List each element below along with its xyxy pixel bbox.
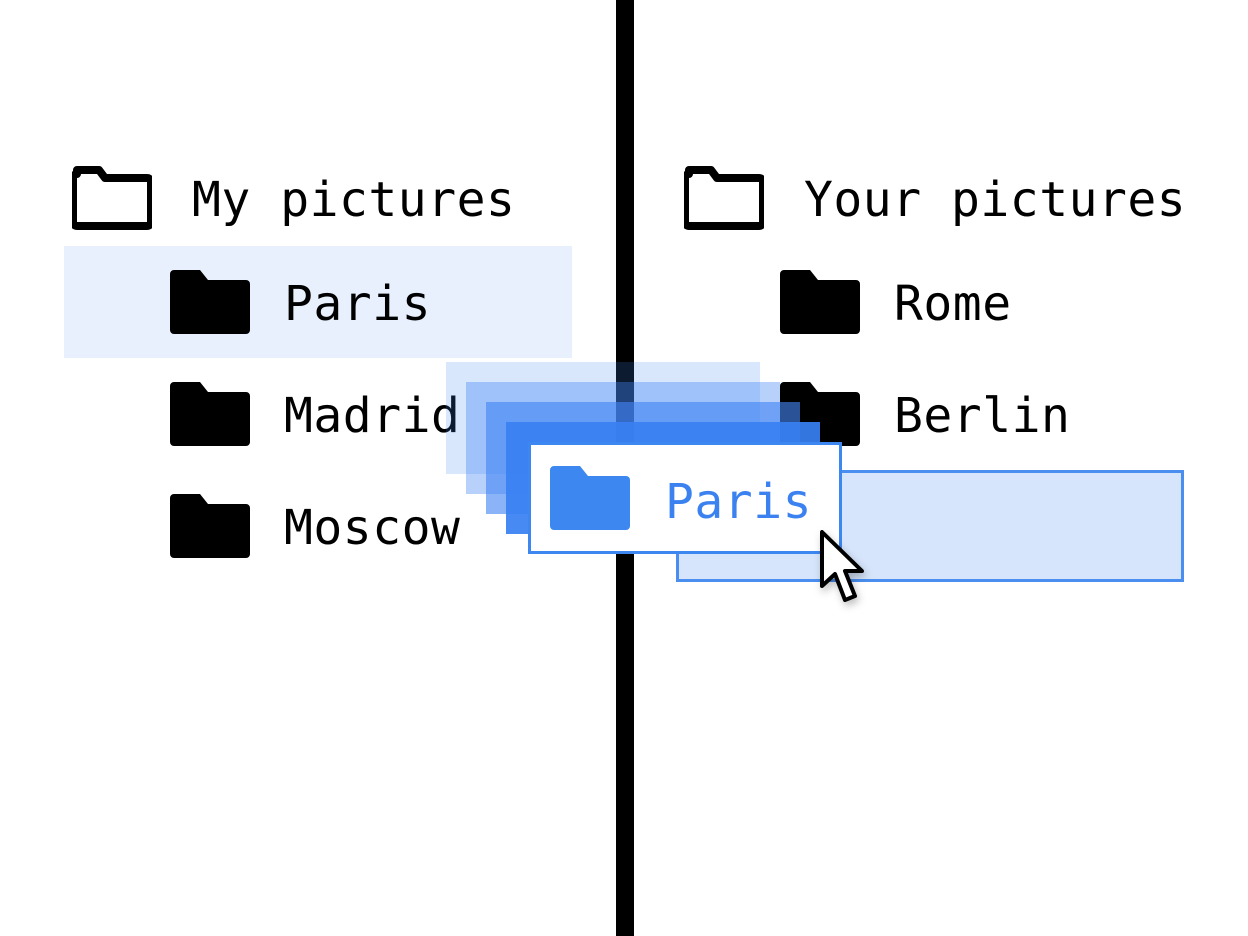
folder-icon[interactable]: [780, 270, 860, 334]
folder-label-moscow[interactable]: Moscow: [284, 500, 461, 556]
folder-outline-icon[interactable]: [72, 166, 152, 230]
selected-row-highlight: [64, 246, 572, 358]
folder-label-berlin[interactable]: Berlin: [894, 388, 1071, 444]
folder-icon[interactable]: [170, 494, 250, 558]
folder-outline-icon[interactable]: [684, 166, 764, 230]
folder-icon[interactable]: [170, 270, 250, 334]
folder-label-rome[interactable]: Rome: [894, 276, 1012, 332]
root-folder-label-my-pictures[interactable]: My pictures: [192, 172, 516, 228]
folder-label-madrid[interactable]: Madrid: [284, 388, 461, 444]
dragged-item-card[interactable]: Paris: [528, 442, 842, 554]
mouse-pointer-icon: [818, 528, 870, 612]
dragged-item-label: Paris: [665, 474, 812, 530]
folder-label-paris[interactable]: Paris: [284, 276, 431, 332]
folder-icon[interactable]: [170, 382, 250, 446]
root-folder-label-your-pictures[interactable]: Your pictures: [804, 172, 1187, 228]
folder-icon: [550, 466, 630, 530]
